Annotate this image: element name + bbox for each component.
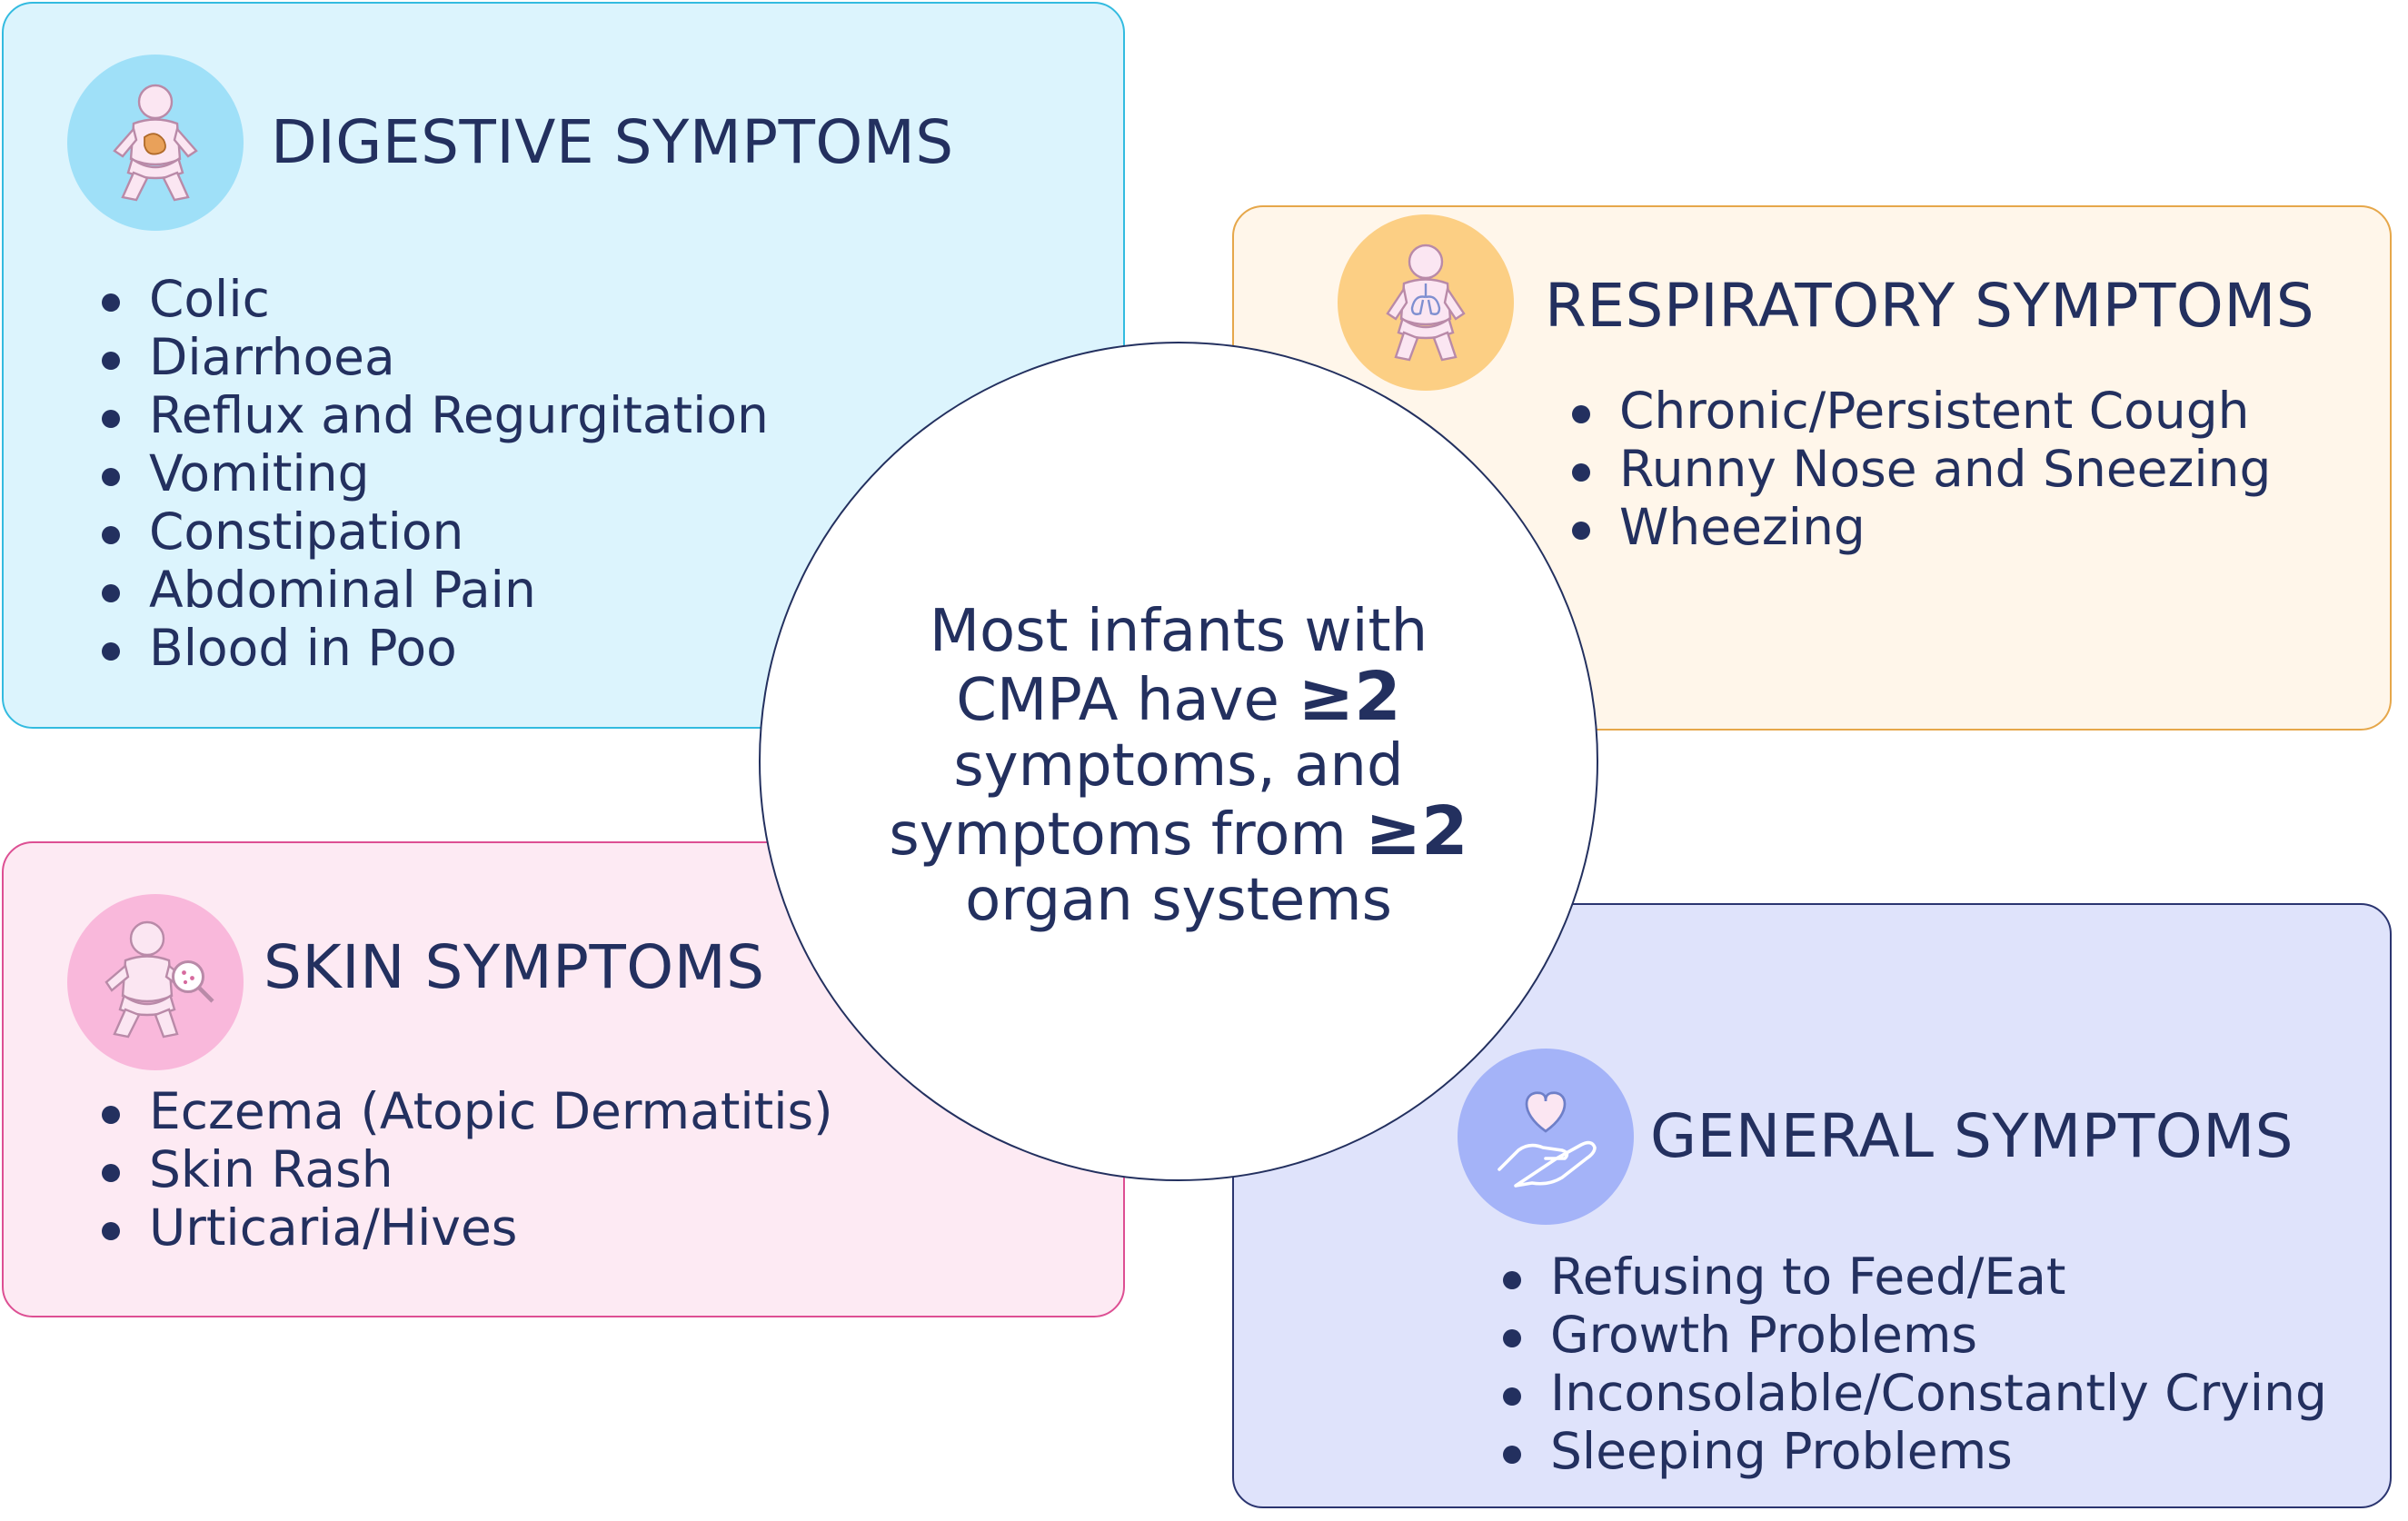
center-line: Most infants with <box>929 598 1428 665</box>
baby-stomach-icon <box>67 55 244 231</box>
baby-skin-magnifier-icon <box>67 894 244 1070</box>
list-item: Skin Rash <box>95 1140 833 1198</box>
center-emphasis: ≥2 <box>1365 792 1468 870</box>
center-line: symptoms, and <box>953 732 1404 800</box>
list-item: Refusing to Feed/Eat <box>1496 1248 2327 1306</box>
list-item: Abdominal Pain <box>95 561 769 619</box>
general-title: GENERAL SYMPTOMS <box>1650 1101 2294 1171</box>
center-line: organ systems <box>965 867 1392 934</box>
baby-lungs-icon <box>1338 214 1514 391</box>
list-item: Reflux and Regurgitation <box>95 386 769 444</box>
list-item: Growth Problems <box>1496 1306 2327 1364</box>
center-line-text: symptoms from <box>889 801 1366 869</box>
list-item: Urticaria/Hives <box>95 1198 833 1257</box>
list-item: Chronic/Persistent Cough <box>1565 382 2271 440</box>
list-item: Colic <box>95 270 769 328</box>
list-item: Eczema (Atopic Dermatitis) <box>95 1082 833 1140</box>
general-symptom-list: Refusing to Feed/Eat Growth Problems Inc… <box>1496 1248 2327 1480</box>
list-item: Wheezing <box>1565 498 2271 556</box>
heart-in-hand-icon <box>1458 1049 1634 1225</box>
digestive-title: DIGESTIVE SYMPTOMS <box>271 107 954 177</box>
center-line-text: CMPA have <box>956 667 1299 734</box>
skin-symptom-list: Eczema (Atopic Dermatitis) Skin Rash Urt… <box>95 1082 833 1257</box>
center-statement: Most infants with CMPA have ≥2 symptoms,… <box>861 599 1497 933</box>
list-item: Vomiting <box>95 444 769 502</box>
list-item: Inconsolable/Constantly Crying <box>1496 1364 2327 1422</box>
center-emphasis: ≥2 <box>1298 658 1401 736</box>
list-item: Diarrhoea <box>95 328 769 386</box>
center-line: CMPA have ≥2 <box>861 663 1497 734</box>
list-item: Blood in Poo <box>95 619 769 677</box>
center-circle: Most infants with CMPA have ≥2 symptoms,… <box>759 342 1598 1181</box>
skin-title: SKIN SYMPTOMS <box>264 932 765 1002</box>
list-item: Sleeping Problems <box>1496 1422 2327 1480</box>
respiratory-title: RESPIRATORY SYMPTOMS <box>1545 271 2315 341</box>
list-item: Runny Nose and Sneezing <box>1565 440 2271 498</box>
respiratory-symptom-list: Chronic/Persistent Cough Runny Nose and … <box>1565 382 2271 556</box>
digestive-symptom-list: Colic Diarrhoea Reflux and Regurgitation… <box>95 270 769 677</box>
list-item: Constipation <box>95 502 769 561</box>
center-line: symptoms from ≥2 <box>861 798 1497 869</box>
